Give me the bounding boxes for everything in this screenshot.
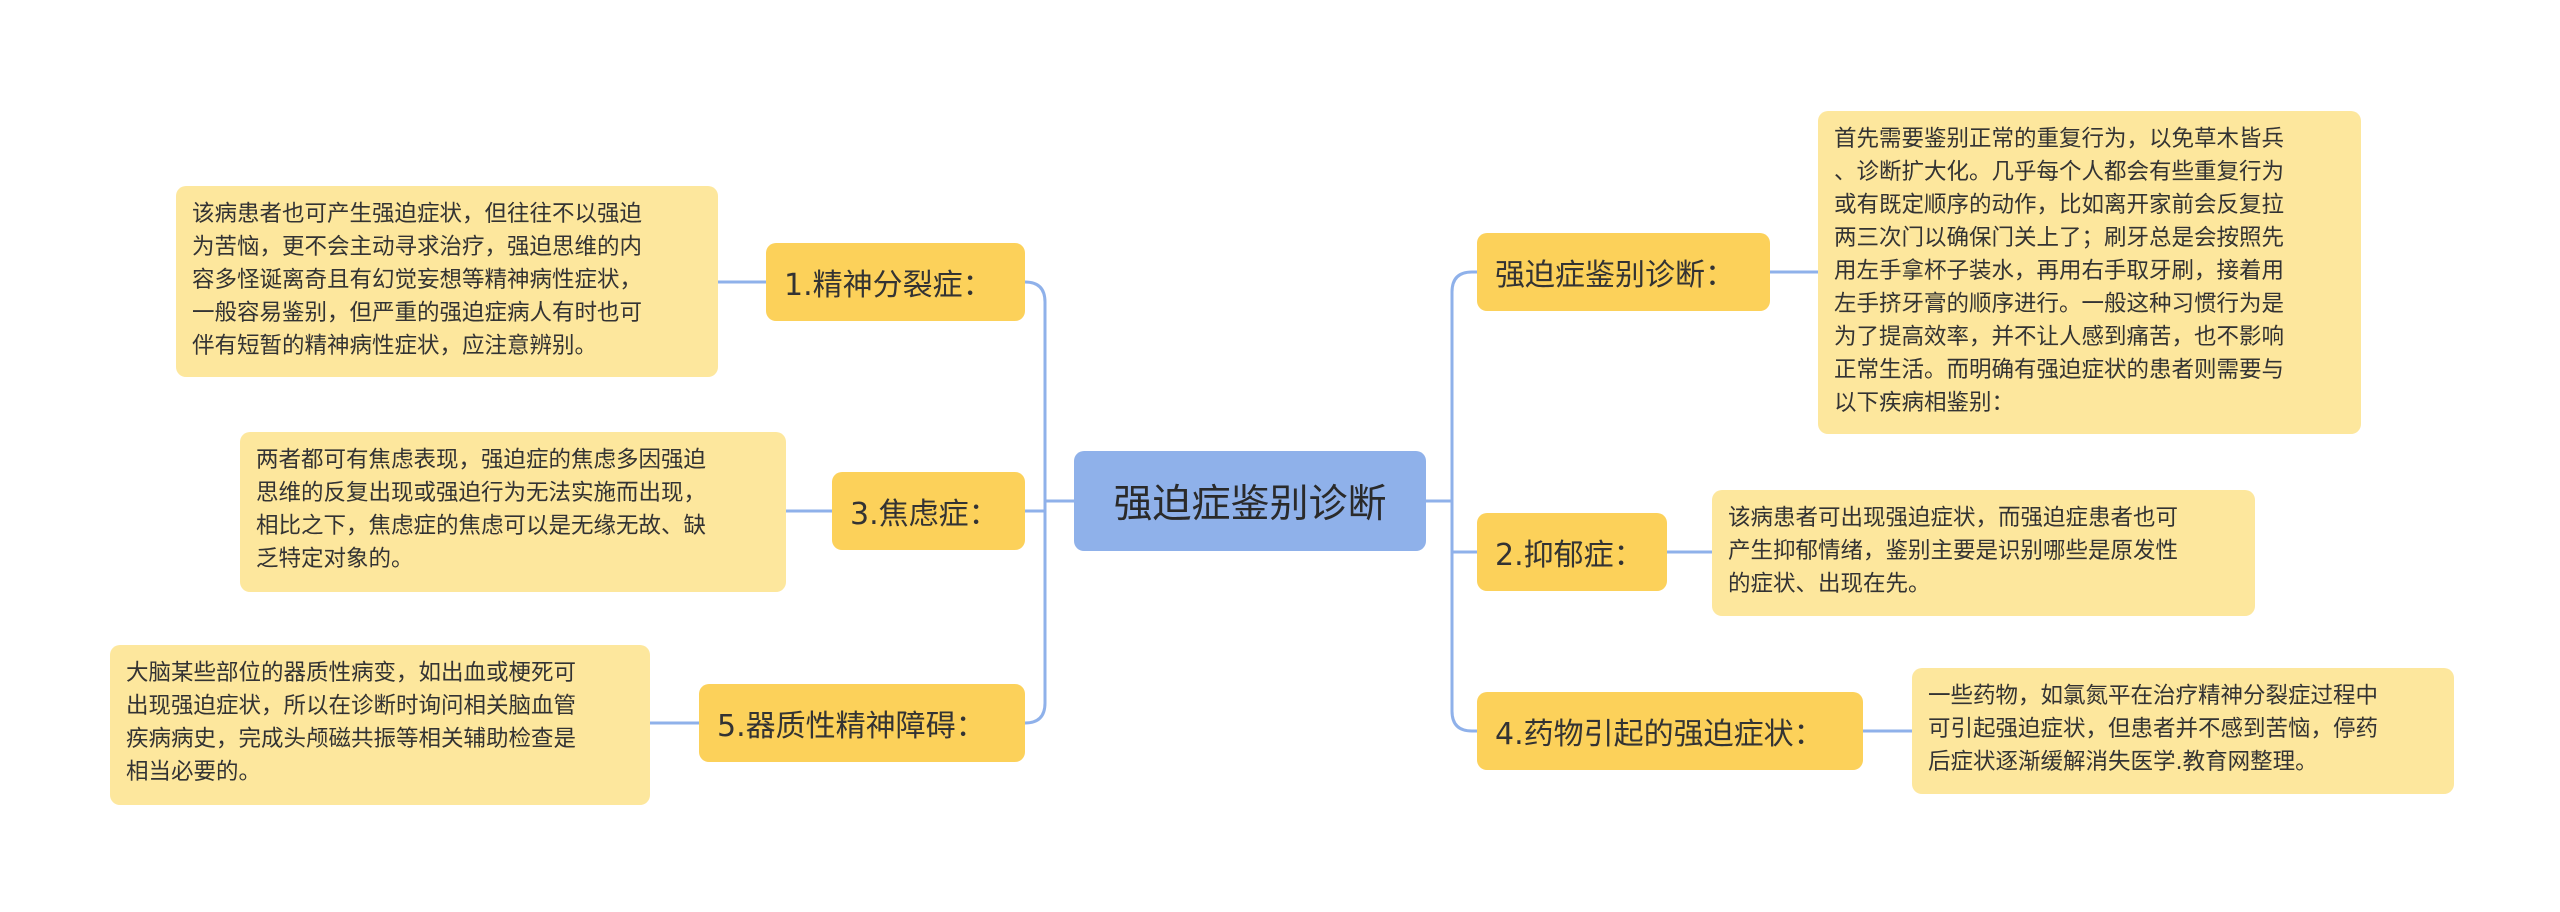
branch-schizophrenia-label: 1.精神分裂症： — [784, 268, 993, 303]
branch-anxiety-label: 3.焦虑症： — [850, 497, 999, 532]
leaf-depression-detail[interactable]: 该病患者可出现强迫症状，而强迫症患者也可 产生抑郁情绪，鉴别主要是识别哪些是原发… — [1712, 490, 2255, 616]
connector-left-1 — [1024, 280, 1047, 501]
branch-organic-disorder[interactable]: 5.器质性精神障碍： — [699, 684, 1025, 762]
connector-left-5 — [1024, 501, 1047, 725]
branch-anxiety[interactable]: 3.焦虑症： — [832, 472, 1025, 550]
leaf-organic-disorder-detail[interactable]: 大脑某些部位的器质性病变，如出血或梗死可 出现强迫症状，所以在诊断时询问相关脑血… — [110, 645, 650, 805]
branch-drug-induced-label: 4.药物引起的强迫症状： — [1495, 717, 1824, 752]
leaf-differential-diagnosis-detail[interactable]: 首先需要鉴别正常的重复行为，以免草木皆兵 、诊断扩大化。几乎每个人都会有些重复行… — [1818, 111, 2361, 434]
leaf-schizophrenia-detail[interactable]: 该病患者也可产生强迫症状，但往往不以强迫 为苦恼，更不会主动寻求治疗，强迫思维的… — [176, 186, 718, 377]
branch-differential-diagnosis-label: 强迫症鉴别诊断： — [1495, 258, 1735, 293]
branch-depression[interactable]: 2.抑郁症： — [1477, 513, 1667, 591]
branch-organic-disorder-label: 5.器质性精神障碍： — [717, 709, 986, 744]
leaf-anxiety-detail[interactable]: 两者都可有焦虑表现，强迫症的焦虑多因强迫 思维的反复出现或强迫行为无法实施而出现… — [240, 432, 786, 592]
branch-differential-diagnosis[interactable]: 强迫症鉴别诊断： — [1477, 233, 1770, 311]
central-topic-label: 强迫症鉴别诊断 — [1113, 482, 1387, 527]
leaf-drug-induced-detail[interactable]: 一些药物，如氯氮平在治疗精神分裂症过程中 可引起强迫症状，但患者并不感到苦恼，停… — [1912, 668, 2454, 794]
connector-right-bot — [1450, 501, 1477, 733]
branch-drug-induced[interactable]: 4.药物引起的强迫症状： — [1477, 692, 1863, 770]
branch-depression-label: 2.抑郁症： — [1495, 538, 1644, 573]
branch-schizophrenia[interactable]: 1.精神分裂症： — [766, 243, 1025, 321]
connector-right-mid — [1450, 501, 1477, 554]
central-topic[interactable]: 强迫症鉴别诊断 — [1074, 451, 1426, 551]
connector-right-top — [1450, 270, 1477, 501]
